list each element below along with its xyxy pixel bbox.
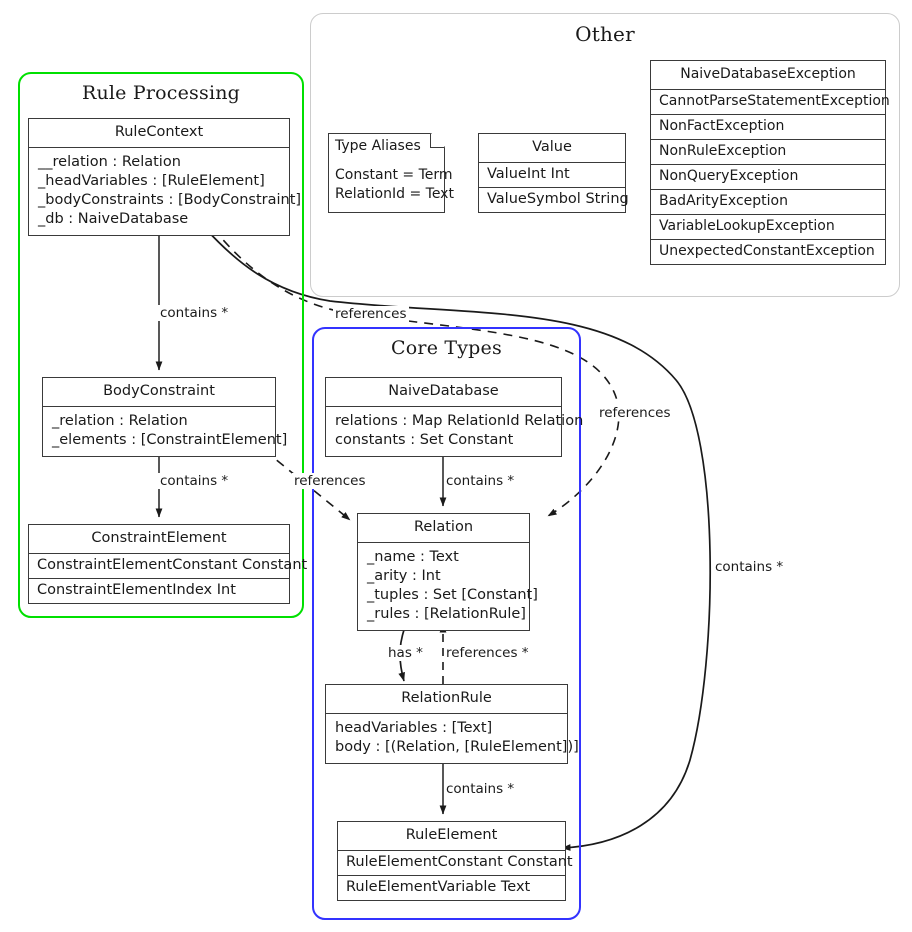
note-title: Type Aliases xyxy=(335,138,421,154)
package-title-other: Other xyxy=(575,22,635,46)
edge-label-references-right: references xyxy=(597,405,673,421)
class-member: CannotParseStatementException xyxy=(651,89,890,114)
class-member: ConstraintElementIndex Int xyxy=(29,578,289,603)
class-member: ValueSymbol String xyxy=(479,187,629,212)
attribute: _tuples : Set [Constant] xyxy=(367,587,538,603)
note-body xyxy=(328,133,445,213)
note-text: Type Aliases Constant = Term RelationId … xyxy=(335,137,454,204)
class-attributes: _relation : Relation _elements : [Constr… xyxy=(43,406,288,456)
edge-label-bodyconstraint-relation: references xyxy=(292,473,368,489)
class-title: RelationRule xyxy=(401,690,492,706)
class-naivedatabaseexception[interactable]: NaiveDatabaseException CannotParseStatem… xyxy=(650,60,890,265)
note-spacer xyxy=(335,156,441,166)
edge-label-relationrule-ruleelement: contains * xyxy=(444,781,517,797)
class-relation[interactable]: Relation _name : Text _arity : Int _tupl… xyxy=(357,513,538,631)
edge-label-rulecontext-bodyconstraint: contains * xyxy=(158,305,231,321)
class-value[interactable]: Value ValueInt Int ValueSymbol String xyxy=(478,133,629,213)
attribute: _name : Text xyxy=(367,549,459,565)
class-member: VariableLookupException xyxy=(651,214,885,239)
class-member: RuleElementVariable Text xyxy=(338,875,565,900)
class-member: NonFactException xyxy=(651,114,885,139)
package-title-core-types: Core Types xyxy=(391,337,502,359)
class-constraintelement[interactable]: ConstraintElement ConstraintElementConst… xyxy=(28,524,307,604)
attribute: relations : Map RelationId Relation xyxy=(335,413,584,429)
edge-label-relationrule-relation-references: references * xyxy=(444,645,531,661)
class-title: NaiveDatabase xyxy=(388,383,499,399)
class-naivedatabase[interactable]: NaiveDatabase relations : Map RelationId… xyxy=(325,377,584,457)
attribute: _elements : [ConstraintElement] xyxy=(52,432,288,448)
note-line: RelationId = Text xyxy=(335,186,454,202)
class-title: NaiveDatabaseException xyxy=(680,66,856,82)
attribute: _arity : Int xyxy=(367,568,441,584)
attribute: _relation : Relation xyxy=(52,413,188,429)
class-member: UnexpectedConstantException xyxy=(651,239,885,264)
class-title: RuleContext xyxy=(114,124,204,140)
package-core-types: Core Types xyxy=(312,327,581,920)
attribute: __relation : Relation xyxy=(38,154,181,170)
class-attributes: __relation : Relation _headVariables : [… xyxy=(29,147,302,235)
class-rulecontext[interactable]: RuleContext __relation : Relation _headV… xyxy=(28,118,302,236)
attribute: body : [(Relation, [RuleElement])] xyxy=(335,739,579,755)
attribute: _db : NaiveDatabase xyxy=(38,211,189,227)
class-attributes: _name : Text _arity : Int _tuples : Set … xyxy=(358,542,538,630)
class-title: Relation xyxy=(413,519,474,535)
attribute: _rules : [RelationRule] xyxy=(367,606,526,622)
class-member: NonQueryException xyxy=(651,164,885,189)
note-line: Constant = Term xyxy=(335,167,453,183)
attribute: headVariables : [Text] xyxy=(335,720,493,736)
package-other: Other xyxy=(310,13,900,297)
class-relationrule[interactable]: RelationRule headVariables : [Text] body… xyxy=(325,684,579,764)
class-attributes: relations : Map RelationId Relation cons… xyxy=(326,406,584,456)
class-title: ConstraintElement xyxy=(91,530,227,546)
class-member: RuleElementConstant Constant xyxy=(338,850,573,875)
edge-label-bodyconstraint-constraintelement: contains * xyxy=(158,473,231,489)
class-title: RuleElement xyxy=(405,827,498,843)
class-member: NonRuleException xyxy=(651,139,885,164)
class-member: ConstraintElementConstant Constant xyxy=(29,553,307,578)
class-member: ValueInt Int xyxy=(479,162,625,187)
edge-label-rulecontext-ruleelement: contains * xyxy=(713,559,786,575)
attribute: _headVariables : [RuleElement] xyxy=(38,173,265,189)
class-ruleelement[interactable]: RuleElement RuleElementConstant Constant… xyxy=(337,821,573,901)
class-member: BadArityException xyxy=(651,189,885,214)
attribute: constants : Set Constant xyxy=(335,432,514,448)
edge-label-rulecontext-relation: references xyxy=(333,306,409,322)
edge-label-relation-relationrule-has: has * xyxy=(386,645,425,661)
class-title: BodyConstraint xyxy=(103,383,215,399)
class-bodyconstraint[interactable]: BodyConstraint _relation : Relation _ele… xyxy=(42,377,288,457)
edge-label-naivedatabase-relation: contains * xyxy=(444,473,517,489)
class-attributes: headVariables : [Text] body : [(Relation… xyxy=(326,713,579,763)
package-rule-processing: Rule Processing xyxy=(18,72,304,618)
package-title-rule-processing: Rule Processing xyxy=(81,82,241,104)
attribute: _bodyConstraints : [BodyConstraint] xyxy=(38,192,302,208)
note-type-aliases[interactable]: Type Aliases Constant = Term RelationId … xyxy=(328,133,454,213)
class-title: Value xyxy=(532,139,572,155)
